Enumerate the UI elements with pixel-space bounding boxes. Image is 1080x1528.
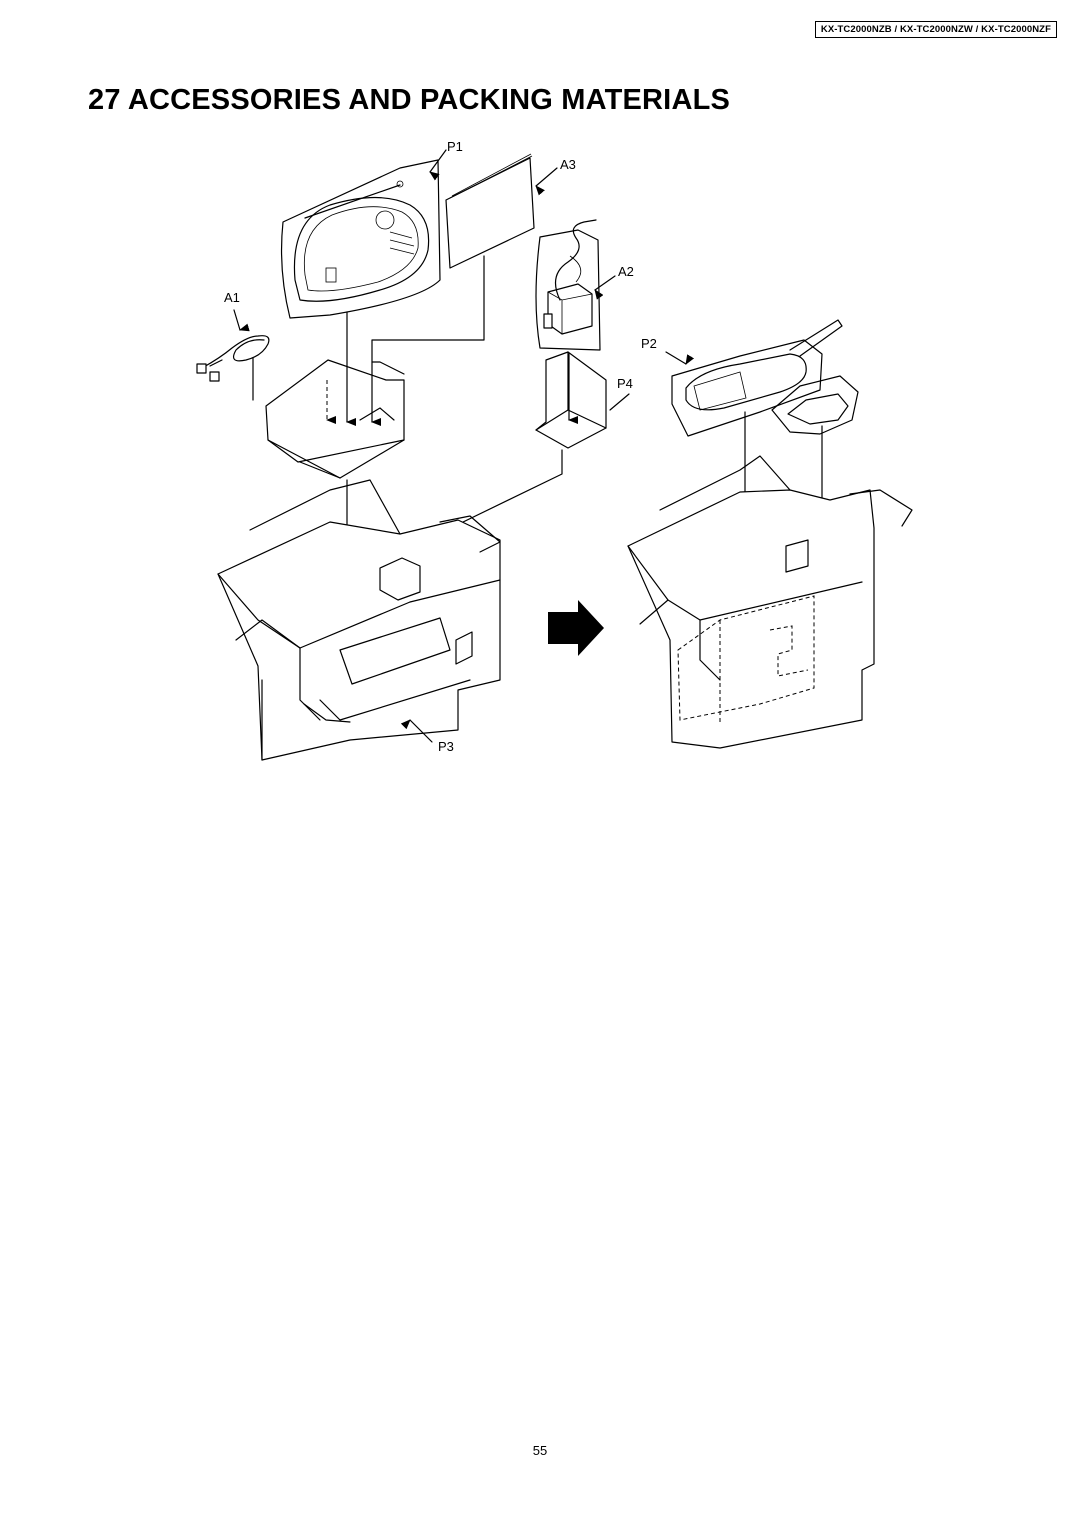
- base-unit-bag: [280, 159, 441, 319]
- carton-packed: [627, 455, 913, 749]
- leader-p1: [429, 149, 447, 181]
- label-p2: P2: [641, 336, 657, 351]
- next-step-arrow: [548, 600, 604, 656]
- p4-insert: [535, 351, 607, 449]
- leader-a3: [535, 167, 558, 196]
- leader-p4: [609, 393, 630, 411]
- left-insert-tray: [265, 359, 405, 479]
- label-p4: P4: [617, 376, 633, 391]
- leader-p2: [665, 351, 695, 365]
- label-a3: A3: [560, 157, 576, 172]
- carton-open: [217, 479, 501, 761]
- leader-a1: [233, 309, 250, 332]
- handset-bag: [671, 319, 843, 437]
- label-a2: A2: [618, 264, 634, 279]
- manual-a3: [445, 153, 535, 269]
- leader-a2: [594, 275, 616, 300]
- page-number: 55: [532, 1443, 548, 1458]
- leader-p3: [400, 719, 433, 743]
- page-title: 27 ACCESSORIES AND PACKING MATERIALS: [88, 84, 731, 116]
- label-a1: A1: [224, 290, 240, 305]
- ac-adaptor-bag: [535, 219, 601, 351]
- drop-arrow-manual: [371, 255, 485, 426]
- battery-cover-bag: [771, 375, 859, 435]
- model-numbers: KX-TC2000NZB / KX-TC2000NZW / KX-TC2000N…: [814, 21, 1057, 38]
- label-p1: P1: [447, 139, 463, 154]
- label-p3: P3: [438, 739, 454, 754]
- telephone-cord: [196, 335, 270, 382]
